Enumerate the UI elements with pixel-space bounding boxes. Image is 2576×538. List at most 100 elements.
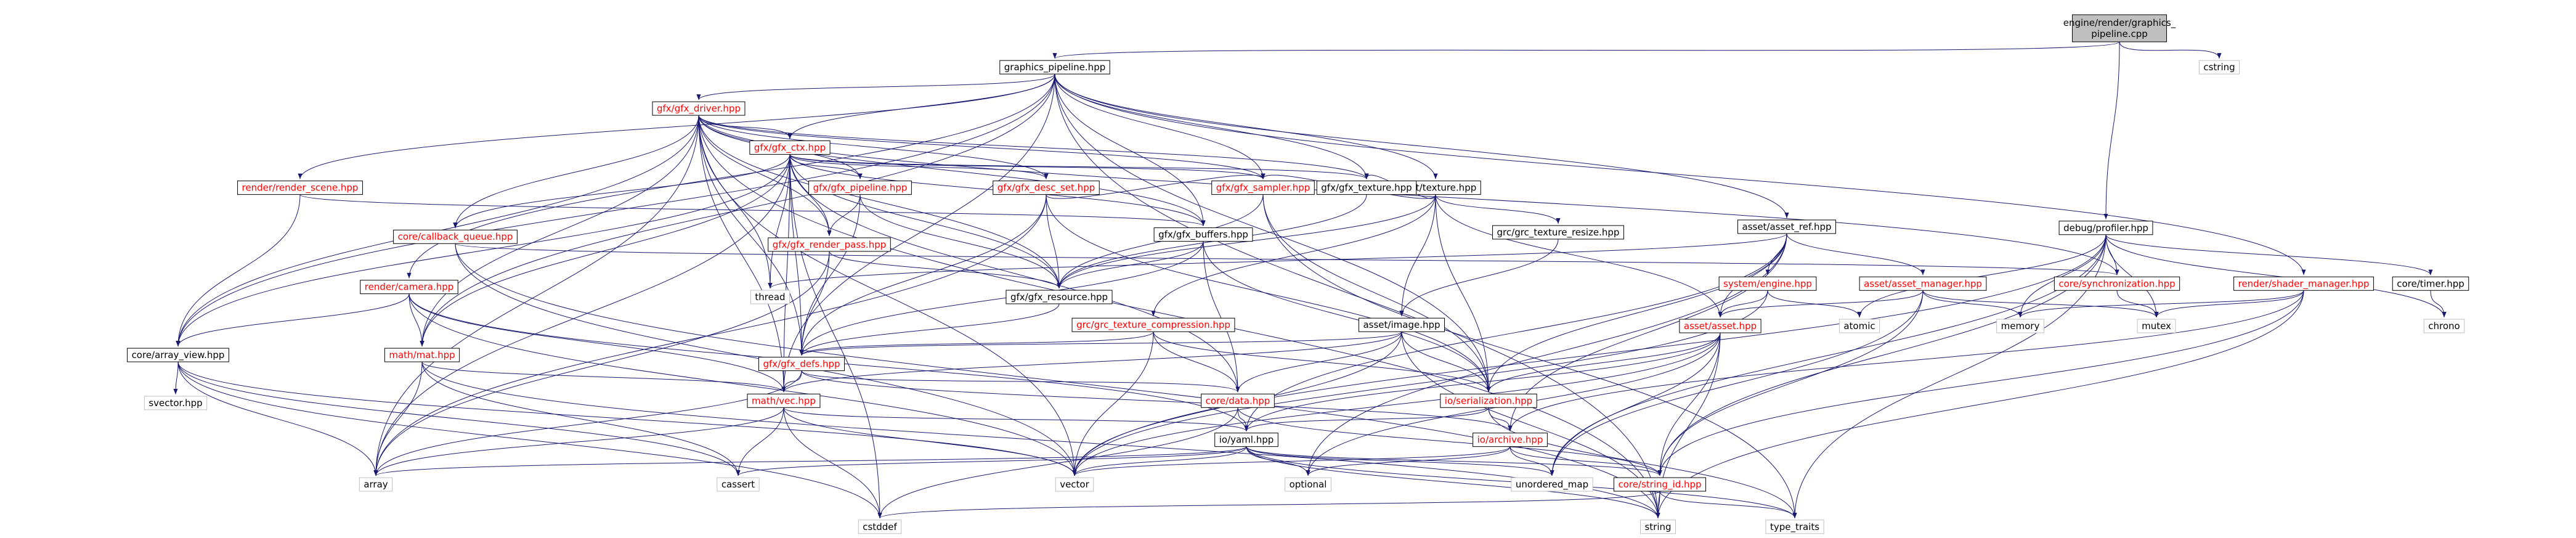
include-edge bbox=[1054, 74, 1789, 218]
file-node[interactable]: core/array_view.hpp bbox=[127, 348, 229, 362]
node-label: type_traits bbox=[1770, 521, 1819, 533]
file-node[interactable]: core/callback_queue.hpp bbox=[393, 229, 518, 244]
include-edge bbox=[783, 407, 882, 518]
include-edge bbox=[373, 362, 423, 476]
include-edge bbox=[768, 154, 790, 288]
node-label: optional bbox=[1290, 479, 1327, 490]
file-node[interactable]: core/string_id.hpp bbox=[1613, 477, 1707, 492]
file-node[interactable]: gfx/gfx_texture.hpp bbox=[1316, 181, 1417, 195]
file-node: cstddef bbox=[858, 520, 902, 534]
include-edge bbox=[1072, 446, 1247, 476]
include-edge bbox=[799, 194, 1047, 356]
include-edge bbox=[1657, 234, 2107, 476]
node-label: math/mat.hpp bbox=[389, 349, 455, 361]
file-node[interactable]: asset/asset_manager.hpp bbox=[1859, 276, 1987, 291]
include-edge bbox=[373, 115, 699, 476]
file-node[interactable]: io/archive.hpp bbox=[1473, 433, 1548, 447]
node-label: graphics_pipeline.hpp bbox=[1004, 62, 1105, 73]
file-node[interactable]: debug/profiler.hpp bbox=[2058, 221, 2153, 235]
dependency-edges bbox=[173, 41, 2447, 519]
include-edge bbox=[698, 115, 2119, 275]
node-label: thread bbox=[755, 291, 785, 303]
include-edge bbox=[2119, 41, 2222, 59]
node-label: gfx/gfx_ctx.hpp bbox=[754, 142, 826, 153]
node-box bbox=[2233, 276, 2374, 291]
node-box bbox=[1285, 477, 1331, 492]
include-edge bbox=[1054, 74, 1660, 518]
include-edge bbox=[1922, 290, 2023, 318]
include-edge bbox=[1306, 446, 1511, 476]
file-node[interactable]: math/mat.hpp bbox=[384, 348, 460, 362]
include-edge bbox=[1246, 446, 1660, 518]
file-node[interactable]: system/engine.hpp bbox=[1718, 276, 1817, 291]
include-edge bbox=[1054, 74, 1206, 226]
include-edge bbox=[781, 74, 1055, 393]
node-box bbox=[2392, 276, 2469, 291]
file-node[interactable]: math/vec.hpp bbox=[747, 393, 821, 408]
file-node[interactable]: core/data.hpp bbox=[1201, 393, 1275, 408]
include-edge bbox=[408, 293, 1077, 476]
include-edge bbox=[1486, 333, 1721, 393]
include-edge bbox=[1486, 233, 1787, 393]
node-box bbox=[1006, 290, 1113, 304]
file-node[interactable]: gfx/gfx_driver.hpp bbox=[652, 101, 746, 116]
file-node[interactable]: asset/asset.hpp bbox=[1679, 319, 1761, 333]
include-edge bbox=[1244, 333, 1721, 431]
include-edge bbox=[877, 491, 1660, 519]
include-edge bbox=[1151, 194, 1436, 317]
node-label: atomic bbox=[1843, 320, 1875, 332]
include-edge bbox=[736, 407, 784, 476]
include-edge bbox=[1659, 491, 1797, 518]
file-node[interactable]: grc/grc_texture_resize.hpp bbox=[1492, 225, 1624, 240]
node-box bbox=[1718, 276, 1817, 291]
include-edge bbox=[2105, 234, 2159, 318]
node-box bbox=[1737, 219, 1836, 234]
file-node[interactable]: gfx/gfx_desc_set.hpp bbox=[993, 181, 1100, 195]
file-node[interactable]: gfx/gfx_defs.hpp bbox=[758, 357, 845, 372]
file-node[interactable]: io/serialization.hpp bbox=[1440, 393, 1537, 408]
node-label: grc/grc_texture_compression.hpp bbox=[1076, 319, 1230, 331]
file-node[interactable]: gfx/gfx_buffers.hpp bbox=[1153, 227, 1253, 242]
file-node[interactable]: render/camera.hpp bbox=[360, 280, 458, 295]
file-nodes: engine/render/graphics_pipeline.cppgraph… bbox=[127, 14, 2469, 534]
node-box bbox=[747, 393, 821, 408]
file-node[interactable]: gfx/gfx_sampler.hpp bbox=[1211, 181, 1315, 195]
include-edge bbox=[1767, 290, 1862, 318]
file-node[interactable]: grc/grc_texture_compression.hpp bbox=[1071, 317, 1235, 332]
root-file-node[interactable]: engine/render/graphics_pipeline.cpp bbox=[2063, 14, 2176, 43]
file-node: optional bbox=[1285, 477, 1331, 492]
file-node[interactable]: render/render_scene.hpp bbox=[237, 181, 363, 195]
include-edge bbox=[1246, 446, 1662, 476]
include-edge bbox=[698, 115, 786, 393]
include-edge bbox=[298, 74, 1055, 179]
file-node[interactable]: gfx/gfx_resource.hpp bbox=[1006, 290, 1113, 304]
file-node[interactable]: core/timer.hpp bbox=[2392, 276, 2469, 291]
node-label: io/serialization.hpp bbox=[1445, 395, 1532, 406]
include-edge bbox=[1857, 234, 2107, 318]
include-edge bbox=[1262, 194, 1797, 518]
include-edge bbox=[698, 115, 832, 236]
include-edge bbox=[1550, 333, 1721, 476]
file-node[interactable]: asset/asset_ref.hpp bbox=[1737, 219, 1836, 234]
include-edge bbox=[736, 446, 1247, 476]
file-node[interactable]: graphics_pipeline.hpp bbox=[999, 60, 1110, 75]
include-edge bbox=[799, 251, 830, 356]
node-label: cassert bbox=[721, 479, 755, 490]
file-node[interactable]: io/yaml.hpp bbox=[1214, 433, 1278, 447]
node-label: memory bbox=[2001, 320, 2040, 332]
node-label: mutex bbox=[2142, 320, 2171, 332]
include-edge bbox=[1054, 74, 2306, 275]
node-label: chrono bbox=[2428, 320, 2460, 332]
file-node[interactable]: gfx/gfx_render_pass.hpp bbox=[768, 237, 891, 252]
file-node[interactable]: gfx/gfx_pipeline.hpp bbox=[808, 181, 912, 195]
node-box bbox=[360, 280, 458, 295]
node-label: gfx/gfx_sampler.hpp bbox=[1216, 182, 1310, 194]
include-edge bbox=[1718, 233, 1787, 318]
file-node[interactable]: asset/image.hpp bbox=[1358, 317, 1445, 332]
file-node[interactable]: core/synchronization.hpp bbox=[2054, 276, 2180, 291]
file-node[interactable]: gfx/gfx_ctx.hpp bbox=[749, 140, 831, 155]
node-label: io/yaml.hpp bbox=[1219, 434, 1274, 446]
node-label: unordered_map bbox=[1516, 479, 1588, 491]
file-node[interactable]: render/shader_manager.hpp bbox=[2233, 276, 2374, 291]
include-edge bbox=[421, 362, 1660, 518]
